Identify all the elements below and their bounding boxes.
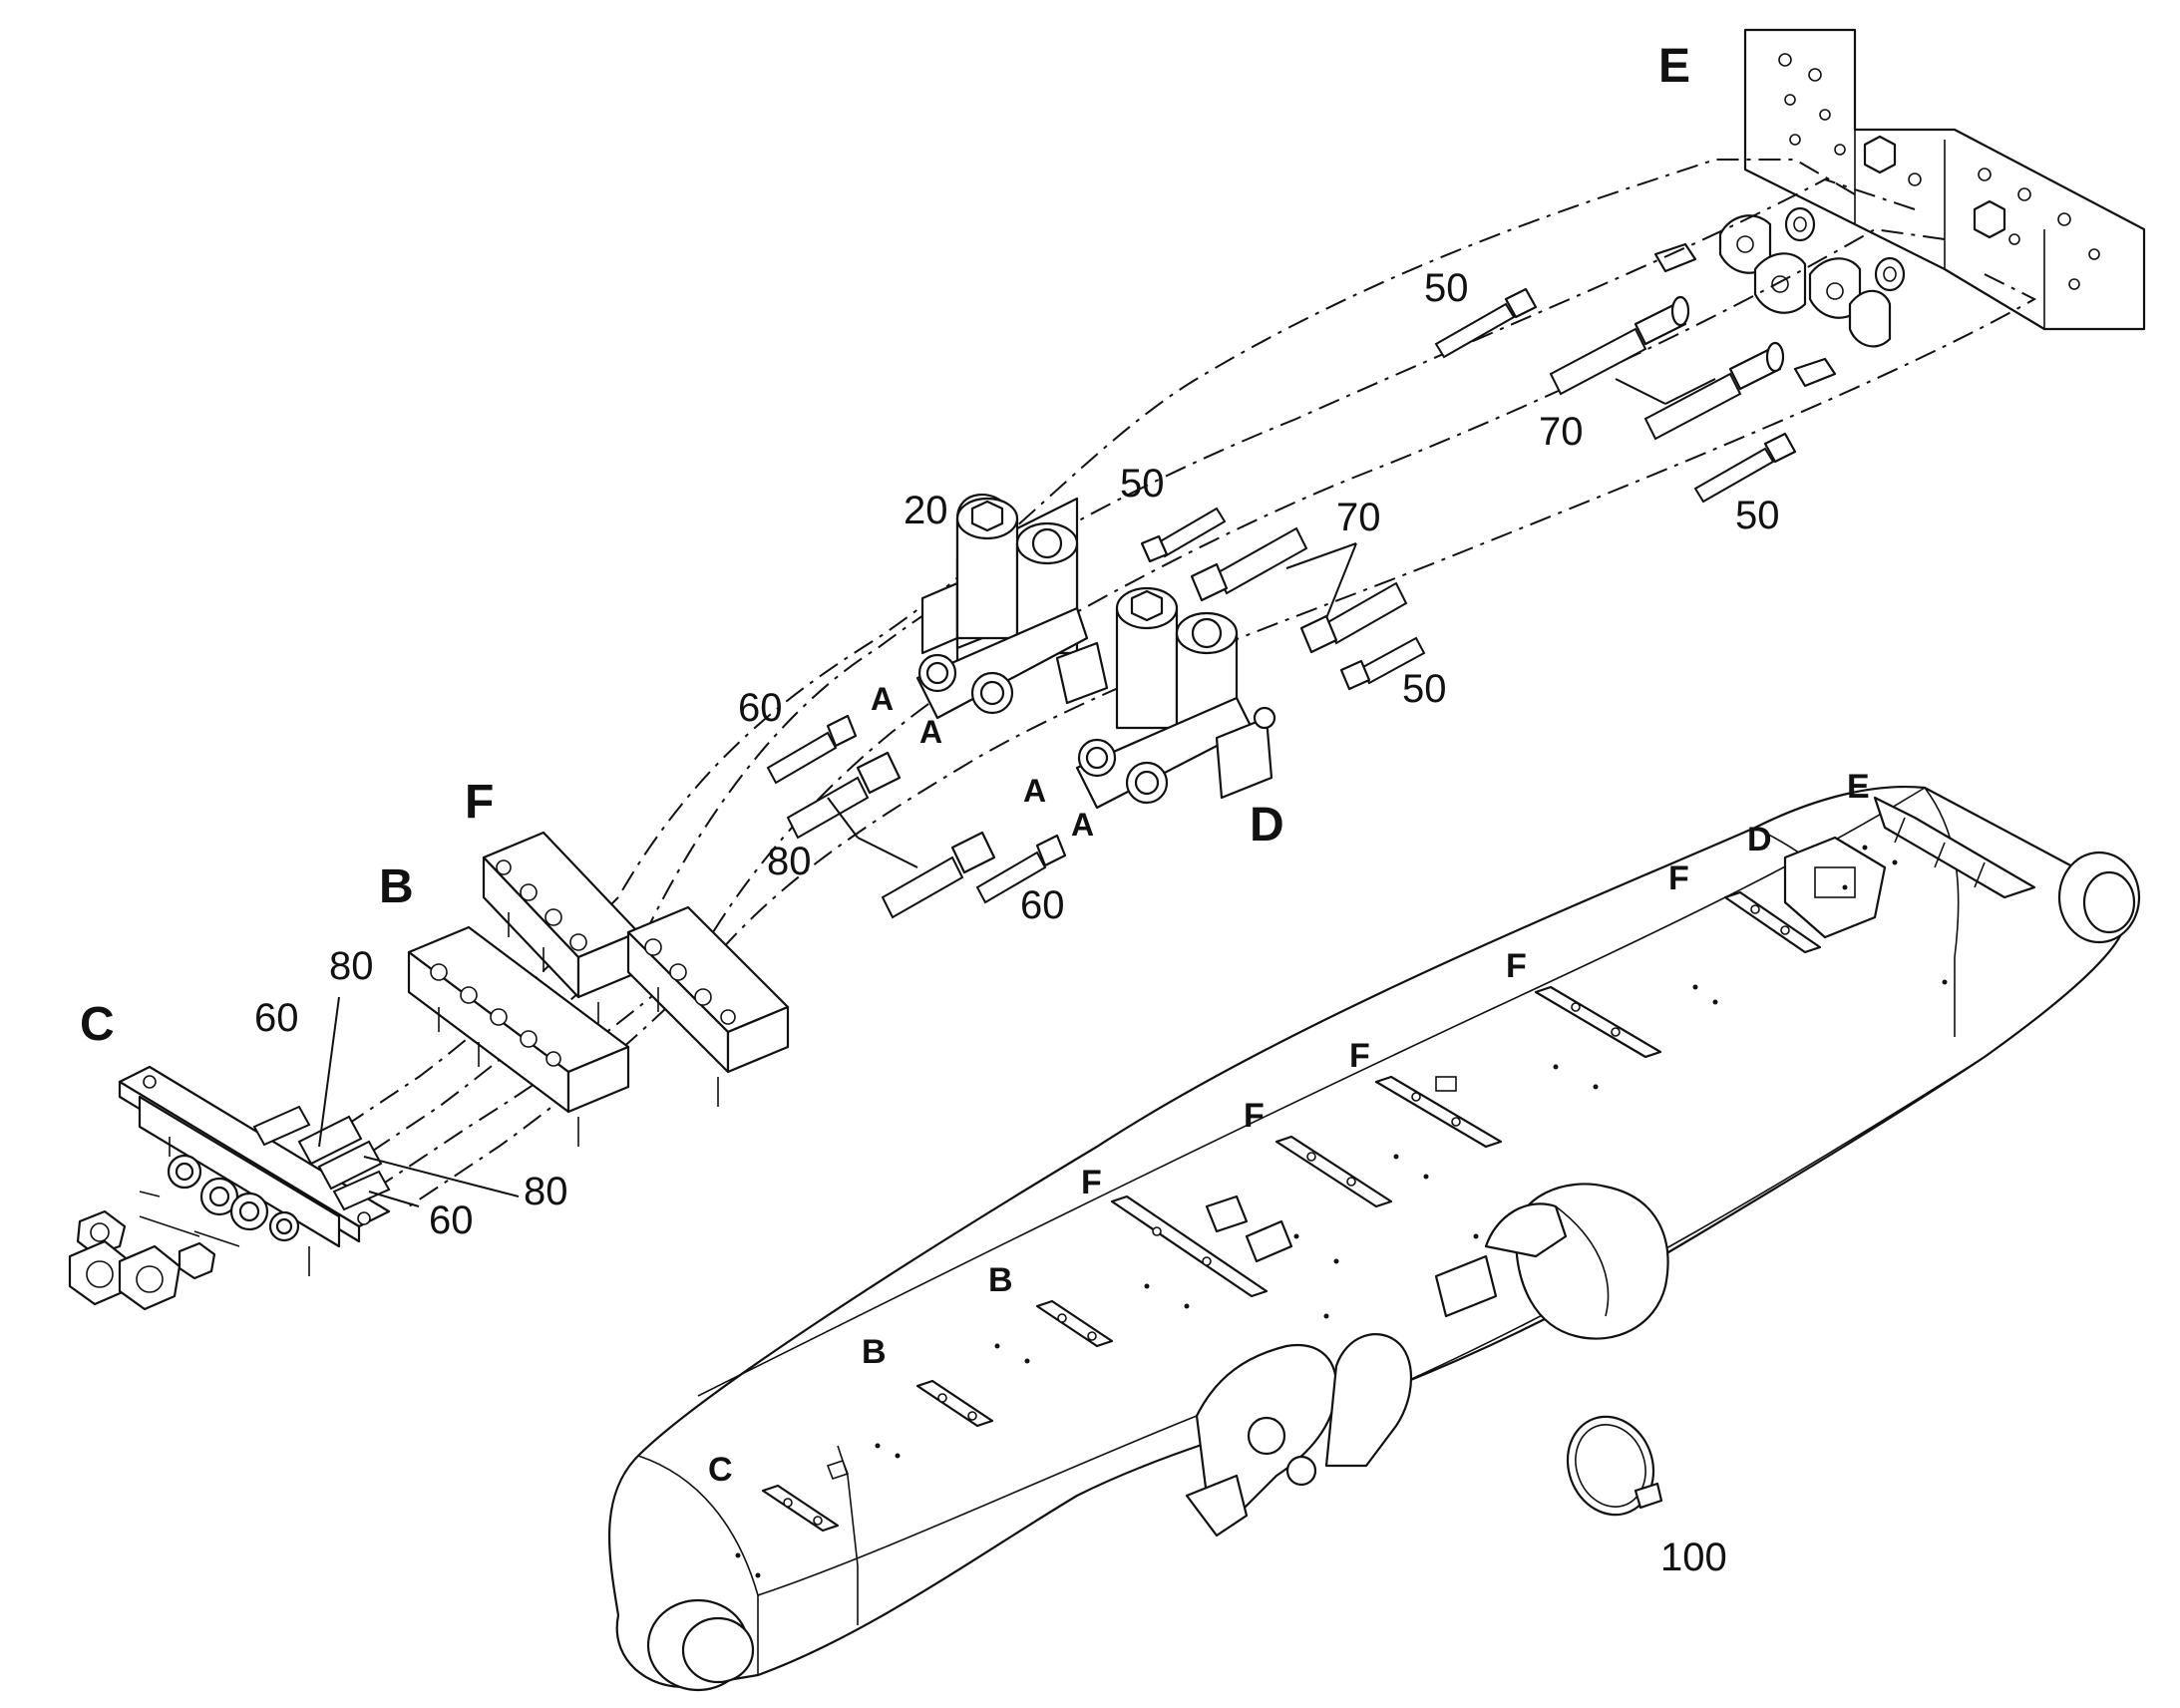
callout-50: 50 (1120, 462, 1165, 506)
hex-nuts-c (68, 1154, 300, 1311)
view-letter-d: D (1250, 799, 1284, 852)
callout-60: 60 (254, 996, 299, 1040)
fittings-60-80-c (252, 1105, 391, 1211)
callout-50: 50 (1402, 667, 1447, 711)
callout-70: 70 (1539, 410, 1584, 454)
fitting-60-lower (975, 834, 1067, 904)
fitting-50-lower (1339, 636, 1426, 691)
callout-80: 80 (329, 944, 374, 988)
boom-letter-b: B (988, 1261, 1013, 1299)
solenoid-valve-d (1075, 586, 1276, 810)
boom-letter-f: F (1506, 947, 1527, 985)
callout-60: 60 (429, 1198, 474, 1242)
callout-60: 60 (738, 686, 783, 730)
connection-mark-a: A (1071, 807, 1094, 843)
boom-hinge-bracket (1185, 1333, 1412, 1537)
callout-70: 70 (1336, 496, 1381, 539)
boom-letter-e: E (1847, 768, 1870, 806)
boom-letter-b: B (862, 1333, 887, 1371)
boom-clamp-f3 (1374, 1075, 1503, 1149)
callout-80: 80 (767, 840, 812, 883)
boom-rivet-dots (735, 845, 1948, 1578)
fitting-50-right (1693, 432, 1797, 504)
boom-clamp-c (761, 1459, 850, 1533)
connection-marks: A A A A (871, 681, 1094, 843)
fitting-70-mid (1190, 526, 1408, 654)
boom-clamp-f1 (1723, 890, 1822, 954)
boom-clamp-b2 (915, 1379, 994, 1428)
callout-labels: 20 50 50 50 50 70 70 60 80 60 80 60 80 6… (254, 266, 1780, 1579)
view-letter-f: F (465, 776, 494, 829)
boom-clamp-f2 (1534, 985, 1662, 1059)
fitting-80 (786, 751, 996, 919)
boom-letter-c: C (708, 1451, 733, 1489)
view-letters: E F B C D (80, 40, 1690, 1051)
connection-mark-a: A (871, 681, 894, 717)
mounting-plate-c (118, 1065, 391, 1276)
boom-clamp-f5 (1110, 1195, 1293, 1298)
pipe-clamp-f (482, 831, 790, 1107)
callout-60: 60 (1020, 883, 1065, 927)
boom-position-letters: E D F F F F F B B C (708, 768, 1870, 1489)
boom-assembly (607, 785, 2141, 1692)
leader-lines (318, 378, 1716, 1207)
manifold-block-e (1743, 28, 2146, 331)
callout-80: 80 (524, 1170, 568, 1213)
boom-clamp-f4 (1274, 1135, 1393, 1208)
connection-mark-a: A (919, 714, 942, 750)
view-letter-c: C (80, 998, 115, 1051)
view-letter-e: E (1658, 40, 1690, 93)
boom-clamp-d (1783, 836, 1887, 939)
boom-clamp-b1 (1035, 1299, 1114, 1348)
flange-fittings-e (1653, 206, 1906, 388)
fitting-50-upper (1434, 287, 1538, 359)
connection-mark-a: A (1023, 773, 1046, 809)
callout-50: 50 (1735, 494, 1780, 537)
boom-clamp-e (1873, 796, 2036, 899)
view-letter-b: B (379, 860, 414, 913)
boom-letter-f: F (1081, 1164, 1102, 1201)
boom-letter-f: F (1244, 1097, 1265, 1135)
hose-clamp-100 (1566, 1415, 1663, 1517)
callout-100: 100 (1660, 1536, 1727, 1579)
callout-20: 20 (904, 489, 948, 532)
fitting-50-mid (1140, 507, 1227, 563)
boom-letter-f: F (1349, 1037, 1370, 1075)
callout-50: 50 (1424, 266, 1469, 310)
boom-cylinder-mount (1434, 1183, 1669, 1340)
boom-letter-f: F (1668, 859, 1689, 897)
pipe-clamp-b (407, 925, 630, 1147)
boom-letter-d: D (1747, 821, 1772, 858)
solenoid-valve-20 (915, 494, 1109, 720)
fitting-70-upper (1549, 295, 1785, 441)
fitting-60-upper (766, 714, 858, 785)
